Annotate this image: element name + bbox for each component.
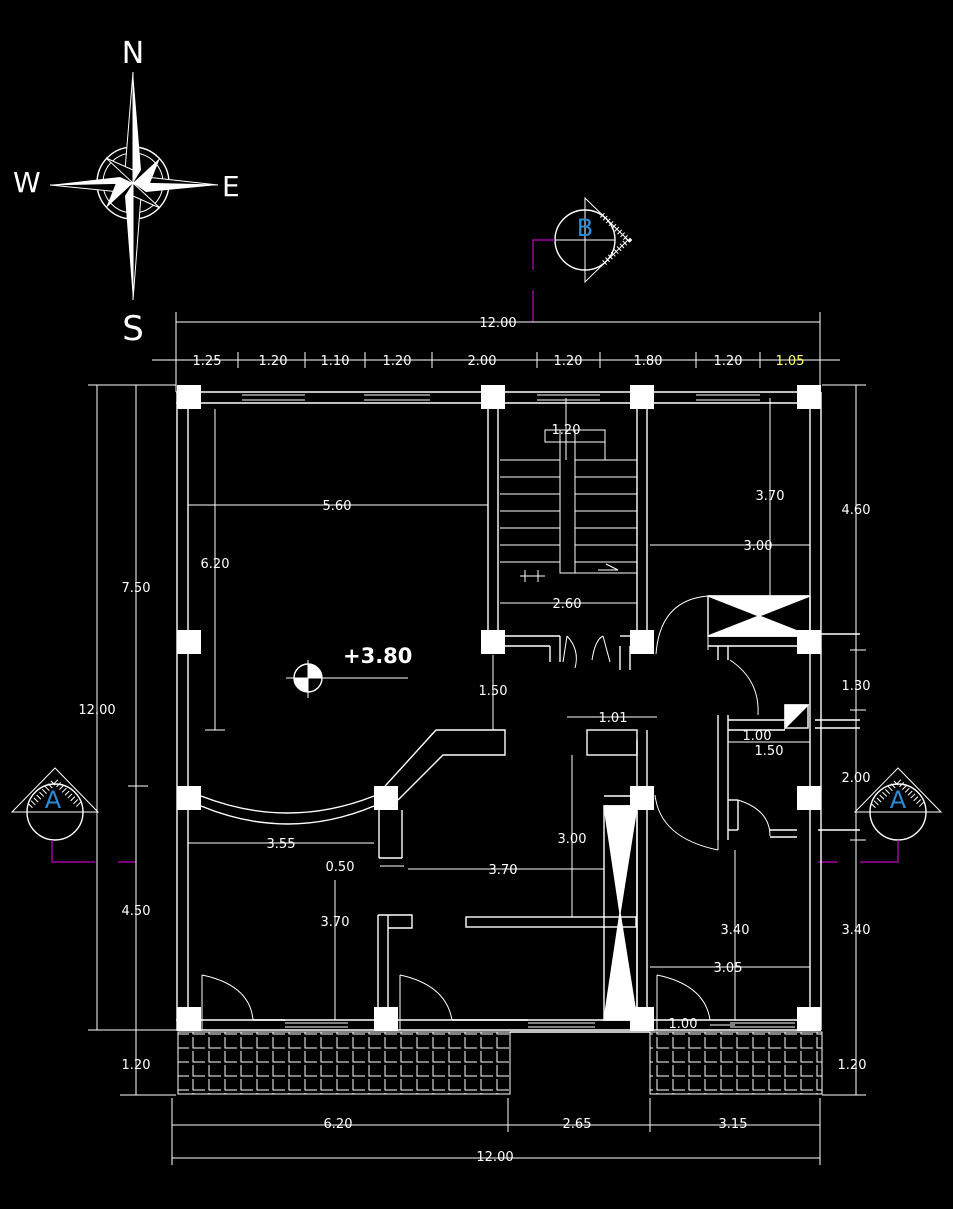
section-a-left-label: A (45, 786, 62, 814)
dim-bottom-1: 6.20 (324, 1117, 353, 1132)
structural-columns (177, 385, 821, 1031)
dim-top-overall: 12.00 (479, 316, 516, 331)
dim-door: 1.00 (669, 1017, 698, 1032)
dim-bottom-2: 2.65 (563, 1117, 592, 1132)
dim-kitchen-height: 3.70 (756, 489, 785, 504)
level-marker: +3.80 (286, 644, 412, 698)
interior-walls (200, 409, 860, 1021)
level-label: +3.80 (343, 644, 412, 668)
dim-wc-width: 1.50 (755, 744, 784, 759)
dim-left-balcony: 1.20 (122, 1058, 151, 1073)
dim-bottom-overall: 12.00 (476, 1150, 513, 1165)
dim-room-height: 3.70 (321, 915, 350, 930)
dim-top-2: 1.20 (259, 354, 288, 369)
doors (201, 595, 771, 1030)
section-a-left-marker: A (10, 767, 136, 863)
staircase (500, 429, 637, 582)
dim-bed-width: 3.05 (714, 961, 743, 976)
dim-wc-door: 1.00 (743, 729, 772, 744)
dim-kitchen-width: 3.00 (744, 539, 773, 554)
dimension-labels: 12.00 1.25 1.20 1.10 1.20 2.00 1.20 1.80… (78, 316, 870, 1165)
dim-right-balcony: 1.20 (838, 1058, 867, 1073)
dim-top-7: 1.80 (634, 354, 663, 369)
dim-living-width: 5.60 (323, 499, 352, 514)
north-label: N (122, 36, 144, 71)
dim-right-lower-mid: 2.00 (842, 771, 871, 786)
dim-wc-wall: 1.01 (599, 711, 628, 726)
balconies (177, 1031, 823, 1095)
shafts (603, 595, 811, 1021)
dim-bottom-3: 3.15 (719, 1117, 748, 1132)
dim-right-bottom: 3.40 (842, 923, 871, 938)
section-b-label: B (577, 214, 593, 242)
dim-right-top: 4.60 (842, 503, 871, 518)
section-b-marker: B (532, 196, 633, 322)
dim-room-width: 3.55 (267, 837, 296, 852)
north-arrow-compass: N S E W (13, 36, 240, 349)
dim-top-9: 1.05 (776, 354, 805, 369)
dim-hall-height: 3.00 (558, 832, 587, 847)
dim-left-upper: 7.50 (122, 581, 151, 596)
dimension-lines (88, 312, 866, 1165)
windows-bottom (285, 1022, 795, 1028)
dim-left-overall: 12.00 (78, 703, 115, 718)
section-a-right-label: A (890, 786, 907, 814)
dim-stair-run: 1.20 (552, 423, 581, 438)
windows-top (242, 394, 760, 401)
dim-top-3: 1.10 (321, 354, 350, 369)
dim-corridor: 1.50 (479, 684, 508, 699)
dim-top-4: 1.20 (383, 354, 412, 369)
dim-top-8: 1.20 (714, 354, 743, 369)
dim-stair-width: 2.60 (553, 597, 582, 612)
dim-wall-gap: 0.50 (326, 860, 355, 875)
south-label: S (122, 309, 144, 349)
west-label: W (13, 166, 41, 199)
dim-left-lower: 4.50 (122, 904, 151, 919)
dim-top-1: 1.25 (193, 354, 222, 369)
dim-hall-width: 3.70 (489, 863, 518, 878)
dim-right-mid: 1.30 (842, 679, 871, 694)
section-a-right-marker: A (818, 767, 943, 863)
dim-top-6: 1.20 (554, 354, 583, 369)
dim-top-5: 2.00 (468, 354, 497, 369)
dim-bed-height: 3.40 (721, 923, 750, 938)
east-label: E (222, 170, 240, 203)
dim-living-height: 6.20 (201, 557, 230, 572)
